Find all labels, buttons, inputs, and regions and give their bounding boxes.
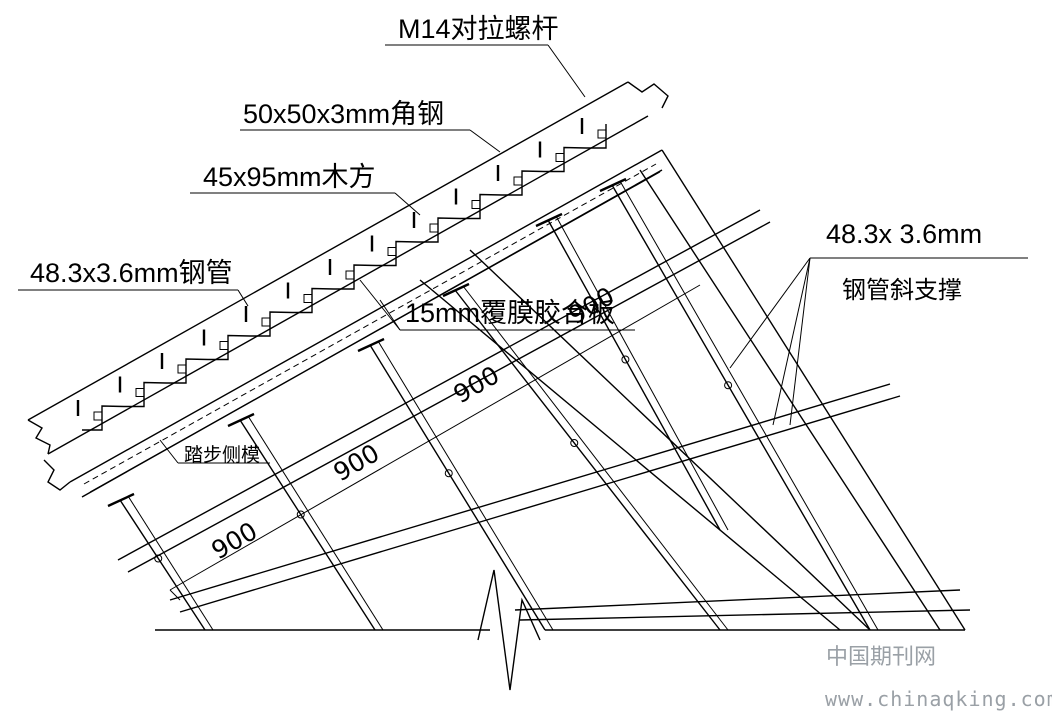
dimension-line xyxy=(169,284,701,601)
coupler xyxy=(570,439,579,447)
angle-steel-mark xyxy=(597,129,607,139)
label-plywood: 15mm覆膜胶合板 xyxy=(405,298,615,328)
support-pipe-edge xyxy=(619,180,879,631)
jack-clamp xyxy=(357,337,385,353)
label-tread-side-form: 踏步侧模 xyxy=(184,444,260,466)
jack-clamp xyxy=(107,492,135,508)
support-pipe xyxy=(547,219,721,531)
watermark-site-url: www.chinaqking.com xyxy=(825,687,1052,711)
jack-clamp xyxy=(442,282,470,298)
label-steel-pipe: 48.3x3.6mm钢管 xyxy=(30,258,233,288)
coupler xyxy=(296,510,305,519)
stair-treads xyxy=(76,118,607,431)
support-pipes xyxy=(107,177,879,631)
support-pipe-edge xyxy=(127,495,214,631)
coupler xyxy=(724,381,733,390)
angle-steel-mark xyxy=(135,388,145,397)
support-pipe-edge xyxy=(247,415,384,631)
jack-clamp xyxy=(599,177,627,193)
jack-clamp xyxy=(535,212,563,228)
coupler xyxy=(621,355,630,364)
label-diag-pipe-name: 钢管斜支撑 xyxy=(842,277,962,304)
leader-lines xyxy=(18,44,1028,464)
angle-steel-mark xyxy=(93,411,103,421)
diagonal-braces xyxy=(419,149,966,631)
tread-profile xyxy=(82,124,607,431)
watermark-site-name: 中国期刊网 xyxy=(826,645,936,670)
support-pipe-edge xyxy=(377,340,554,631)
dim-900-a: 900 xyxy=(207,516,263,565)
plywood-layer xyxy=(83,163,661,493)
support-pipe xyxy=(239,419,376,631)
angle-steel-mark xyxy=(345,270,355,280)
angle-steel-mark xyxy=(303,294,313,303)
angle-steel-mark xyxy=(555,153,565,162)
angle-steel-mark xyxy=(219,341,229,350)
support-pipe-edge xyxy=(462,285,729,631)
ledger-rows xyxy=(117,209,971,621)
label-tie-rod: M14对拉螺杆 xyxy=(398,14,559,44)
ground-line xyxy=(155,569,965,691)
support-pipe xyxy=(611,184,871,631)
angle-steel-mark xyxy=(177,364,187,374)
label-timber: 45x95mm木方 xyxy=(203,162,376,192)
support-pipe xyxy=(369,344,546,631)
angle-steel-mark xyxy=(429,223,439,233)
label-angle-steel: 50x50x3mm角钢 xyxy=(243,99,444,129)
coupler xyxy=(444,469,453,478)
label-diag-pipe-size: 48.3x 3.6mm xyxy=(826,219,982,249)
angle-steel-mark xyxy=(261,317,271,327)
support-pipe-edge xyxy=(555,215,729,531)
angle-steel-mark xyxy=(513,176,523,186)
dim-900-b: 900 xyxy=(329,438,385,487)
angle-steel-mark xyxy=(387,247,397,256)
angle-steel-mark xyxy=(471,200,481,209)
jack-clamp xyxy=(227,412,255,428)
